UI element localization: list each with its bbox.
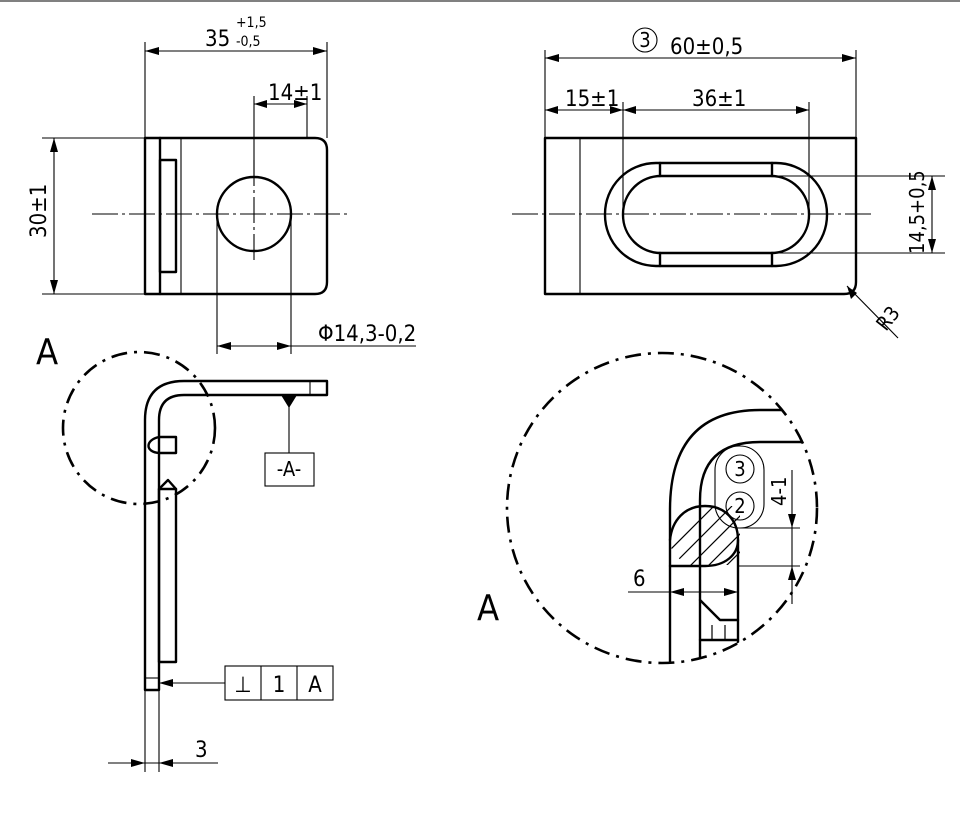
front-view-outline [143,136,329,296]
dim-thickness: 3 [195,738,208,763]
feature-control-frame [224,665,334,701]
detail-circle-left [61,350,217,506]
balloon-3 [725,454,755,484]
fcf-symbol: ⊥ [234,673,251,698]
detail-view: A 3 2 [477,351,819,665]
dim-slot-length: 36±1 [692,87,746,112]
dim-slot-offset: 15±1 [565,87,619,112]
part-number: 3 [639,28,650,52]
welded-plate [157,487,178,664]
dim-hole-offset: 14±1 [268,81,322,106]
view-label-a-right: A [477,588,499,629]
dim-width-tol-upper: +1,5 [236,15,267,31]
front-view: 35 +1,5 -0,5 14±1 30±1 Φ14,3-0,2 [27,15,416,354]
weld-detail [668,504,740,568]
datum-label: -A- [277,457,301,481]
view-label-a-left: A [36,332,58,373]
dim-weld-thickness: 4-1 [767,477,791,506]
dim-slot-width: 14,5+0,5 [905,170,929,254]
top-view: 3 60±0,5 15±1 36±1 14,5+0,5 R3 [512,27,945,339]
fcf-datum: A [308,673,322,698]
weld-strip [158,158,178,274]
balloon-2 [725,491,755,521]
dim-hole-diameter: Φ14,3-0,2 [318,322,416,347]
dim-height: 30±1 [27,184,52,238]
datum-box [264,452,315,487]
balloon-2-label: 2 [734,494,745,518]
dim-weld-length: 6 [633,567,646,592]
dim-corner-radius: R3 [871,301,905,335]
fcf-tolerance: 1 [273,673,286,698]
side-view: A -A- ⊥ 1 A 3 [36,332,334,772]
dim-width-tol-lower: -0,5 [236,34,261,50]
bracket-profile [143,379,329,692]
detail-circle-right [505,351,819,665]
balloon-3-label: 3 [734,457,745,481]
weld-bead [147,435,178,455]
part-balloon [632,27,658,53]
dim-width: 35 [205,27,230,52]
dim-length: 60±0,5 [670,35,743,60]
